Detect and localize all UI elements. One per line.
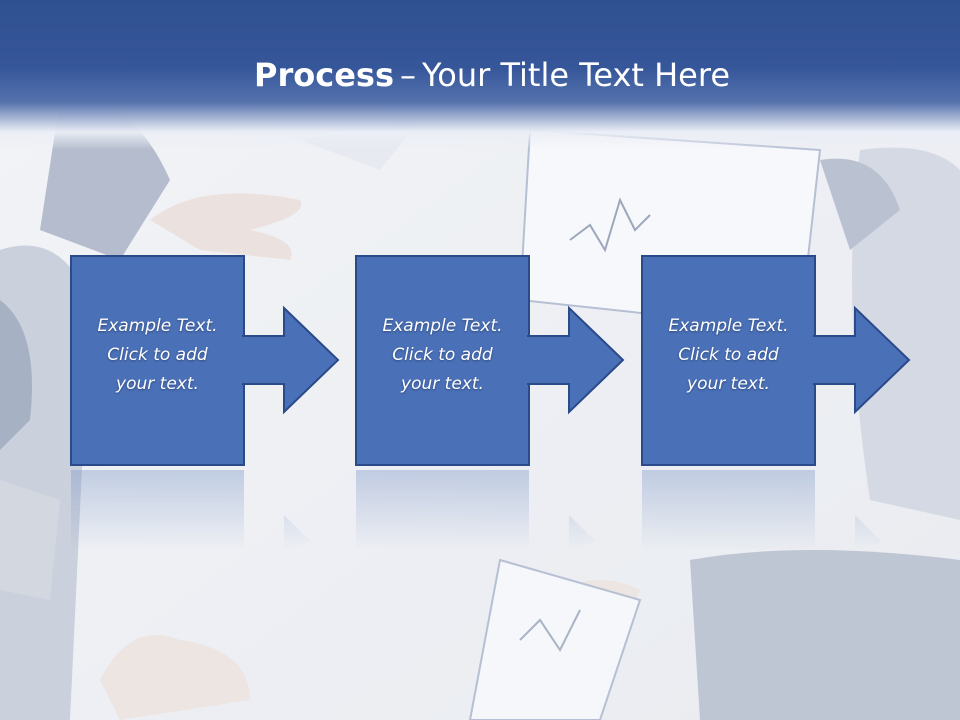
step-reflection (356, 470, 636, 550)
step-box (641, 255, 816, 466)
step-box (355, 255, 530, 466)
step-text-line-2: Click to add (392, 345, 493, 365)
step-text-line-3: your text. (687, 374, 770, 394)
slide-title[interactable]: Process–Your Title Text Here (0, 52, 960, 98)
step-shape (641, 255, 911, 466)
step-box (70, 255, 245, 466)
step-text-line-3: your text. (116, 374, 199, 394)
step-text-line-2: Click to add (678, 345, 779, 365)
process-step-3[interactable]: Example Text. Click to add your text. (641, 255, 922, 471)
step-text-line-3: your text. (401, 374, 484, 394)
step-reflection (642, 470, 922, 550)
step-text[interactable]: Example Text. Click to add your text. (642, 312, 815, 399)
step-text[interactable]: Example Text. Click to add your text. (71, 312, 244, 399)
step-text[interactable]: Example Text. Click to add your text. (356, 312, 529, 399)
step-text-line-1: Example Text. (382, 316, 503, 336)
title-rest-text: Your Title Text Here (421, 56, 730, 94)
right-arrow-icon (813, 305, 911, 415)
step-text-line-1: Example Text. (668, 316, 789, 336)
step-text-line-1: Example Text. (97, 316, 218, 336)
step-shape (355, 255, 625, 466)
step-shape (70, 255, 340, 466)
right-arrow-icon (527, 305, 625, 415)
process-step-1[interactable]: Example Text. Click to add your text. (70, 255, 351, 471)
process-step-2[interactable]: Example Text. Click to add your text. (355, 255, 636, 471)
title-dash: – (399, 56, 416, 94)
step-text-line-2: Click to add (107, 345, 208, 365)
title-bar (0, 0, 960, 150)
right-arrow-icon (242, 305, 340, 415)
step-reflection (71, 470, 351, 550)
title-bold-text: Process (254, 56, 394, 94)
